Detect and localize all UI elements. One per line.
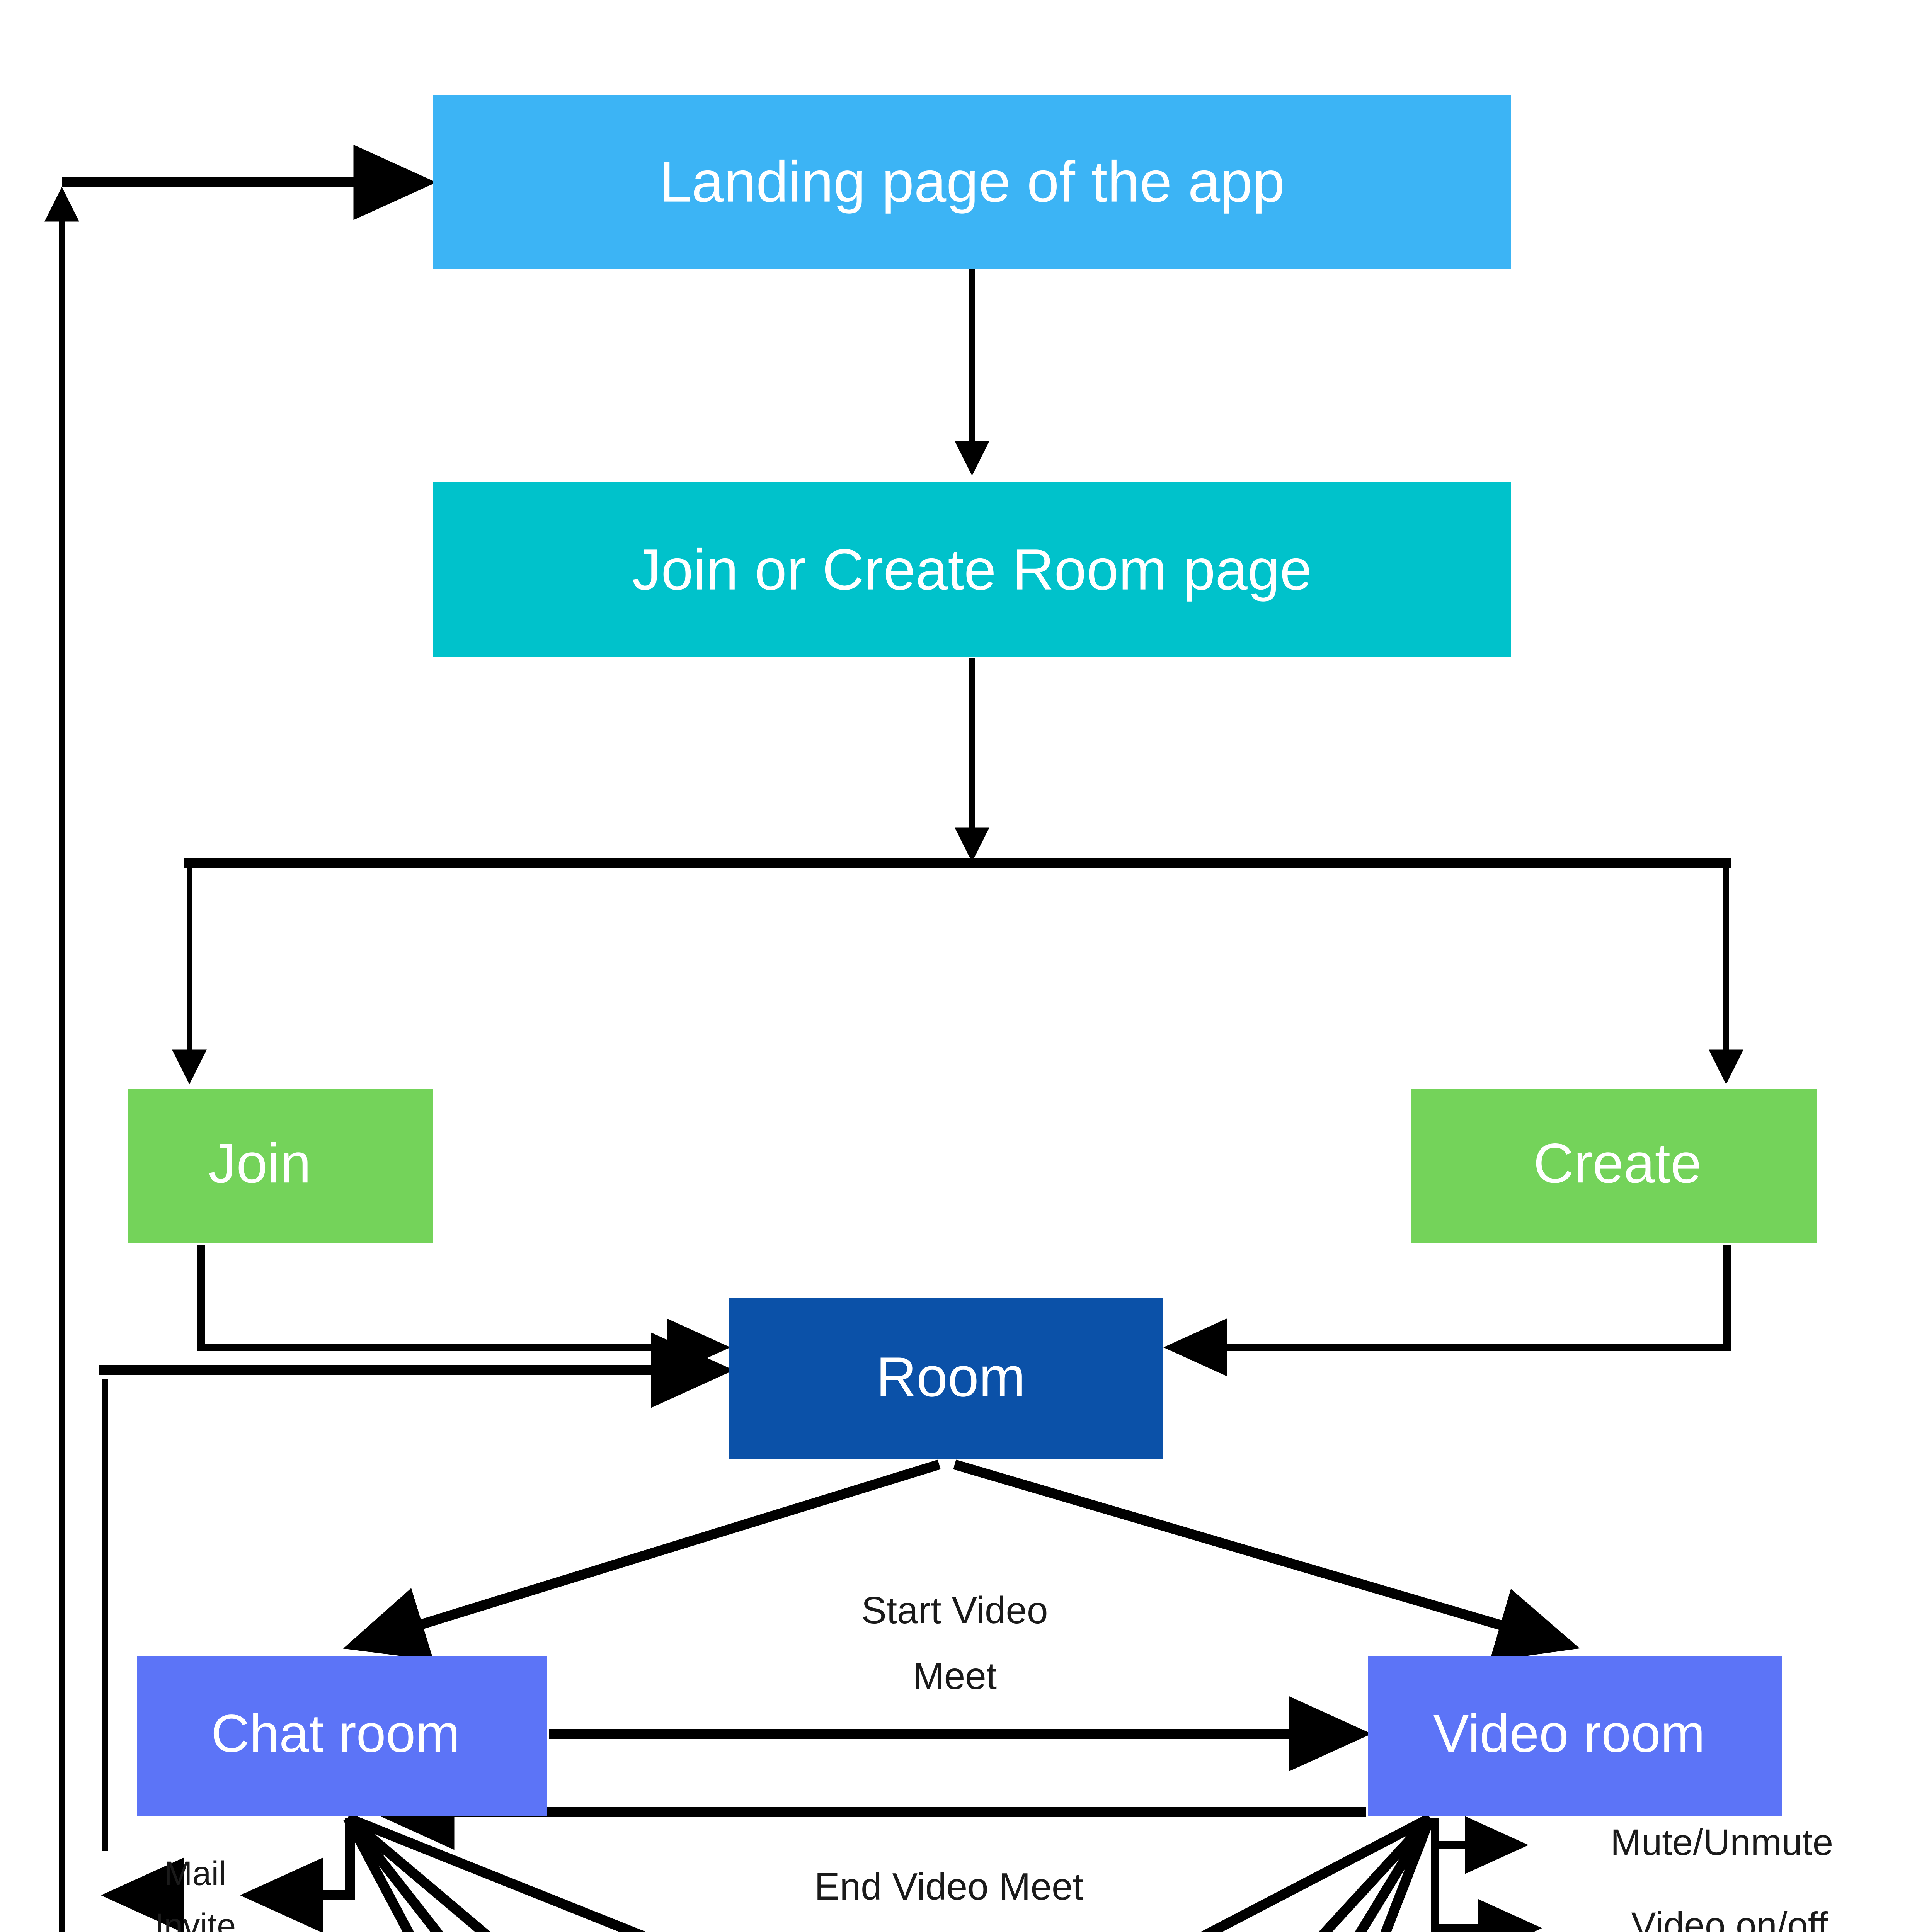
- chat-room-box[interactable]: [137, 1656, 547, 1816]
- edge-chatroom-to-mail-invite: [240, 1818, 355, 1932]
- edge-chatroom-to-invite-circle: [344, 1814, 491, 1932]
- edge-label-mail-invite-line-1: Mail: [164, 1854, 226, 1892]
- edge-chatroom-to-lightdark-circle: [344, 1815, 444, 1932]
- create-box[interactable]: [1411, 1089, 1817, 1243]
- room-label: Room: [876, 1345, 1026, 1408]
- connector-layer: [44, 145, 1743, 1932]
- node-join-or-create-room-page[interactable]: Join or Create Room page: [433, 482, 1511, 657]
- node-create[interactable]: Create: [1411, 1089, 1817, 1243]
- node-chat-room[interactable]: Chat room: [137, 1656, 547, 1816]
- feature-label-mute-unmute: Mute/Unmute: [1611, 1821, 1833, 1863]
- edge-chatroom-to-chat-circle: [346, 1813, 647, 1932]
- feature-label-video-on-off: Video on/off: [1631, 1905, 1828, 1932]
- video-room-box[interactable]: [1368, 1656, 1782, 1816]
- node-video-room[interactable]: Video room: [1368, 1656, 1782, 1816]
- edge-label-start-video-meet-line-2: Meet: [913, 1655, 997, 1697]
- edge-label-layer: Start Video Meet End Video Meet Mail Inv…: [155, 1589, 1083, 1932]
- join-or-create-room-page-box[interactable]: [433, 482, 1511, 657]
- node-join[interactable]: Join: [128, 1089, 433, 1243]
- join-label: Join: [208, 1132, 311, 1194]
- node-room[interactable]: Room: [729, 1298, 1163, 1459]
- landing-page-label: Landing page of the app: [659, 149, 1285, 214]
- edge-videoroom-to-lightdark-circle: [1355, 1815, 1435, 1932]
- node-landing-page[interactable]: Landing page of the app: [433, 95, 1511, 269]
- edge-create-to-room: [1163, 1245, 1731, 1376]
- edge-room-to-videoroom: [953, 1459, 1580, 1661]
- edge-join-to-room: [197, 1245, 730, 1376]
- chat-room-label: Chat room: [211, 1704, 460, 1763]
- join-box[interactable]: [128, 1089, 433, 1243]
- join-or-create-room-page-label: Join or Create Room page: [632, 537, 1312, 602]
- video-room-feature-list: Mute/Unmute Video on/off Whiteboard Heal…: [1611, 1821, 1833, 1932]
- edge-label-start-video-meet-line-1: Start Video: [861, 1589, 1048, 1631]
- edge-label-end-video-meet: End Video Meet: [814, 1865, 1083, 1908]
- landing-page-box[interactable]: [433, 95, 1511, 269]
- edge-room-to-chatroom: [343, 1459, 941, 1660]
- edge-label-mail-invite-line-2: Invite: [155, 1906, 236, 1932]
- room-box[interactable]: [729, 1298, 1163, 1459]
- create-label: Create: [1533, 1132, 1701, 1194]
- edge-videoroom-to-invite-circle: [1318, 1815, 1434, 1932]
- edge-videoroom-to-chat-circle: [1200, 1813, 1433, 1932]
- video-room-label: Video room: [1433, 1704, 1705, 1763]
- node-layer: Landing page of the app Join or Create R…: [128, 95, 1817, 1816]
